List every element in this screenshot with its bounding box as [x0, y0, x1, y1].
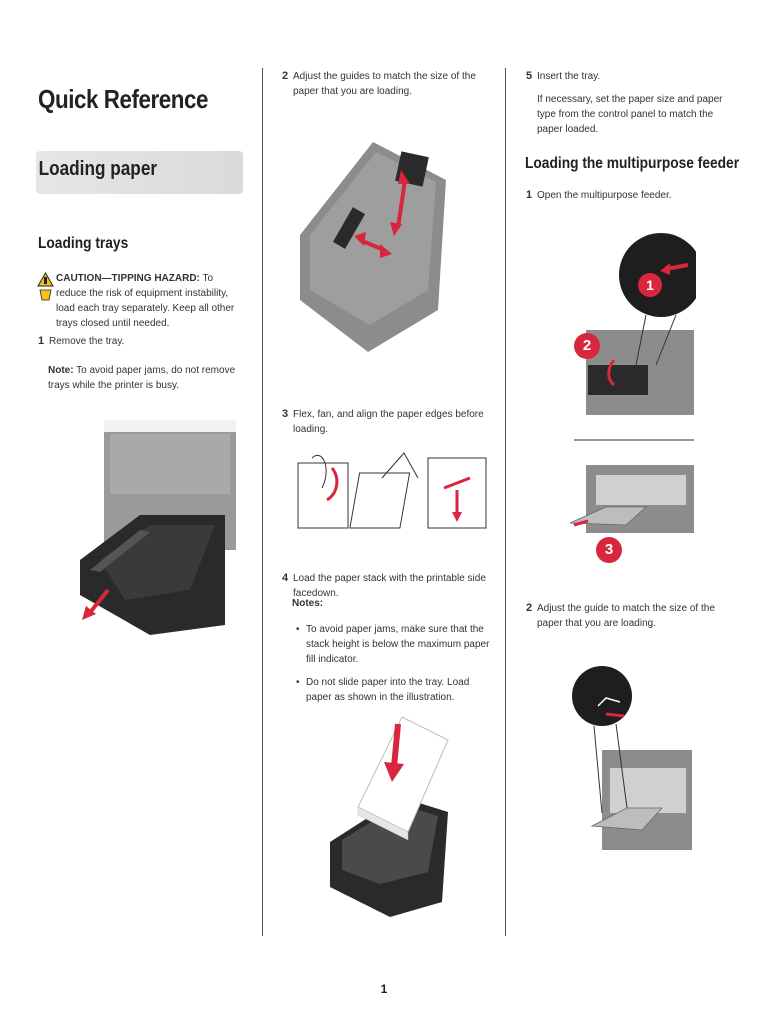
- load-paper-stack-illustration: [330, 712, 452, 917]
- tray-step-2: 2 Adjust the guides to match the size of…: [282, 69, 492, 99]
- heading-loading-trays: Loading trays: [38, 235, 129, 252]
- step-text: Open the multipurpose feeder.: [537, 190, 672, 201]
- caution-text: To reduce the risk of equipment instabil…: [56, 273, 235, 329]
- step-number: 4: [282, 572, 289, 584]
- open-feeder-illustration: 1 2 3: [566, 225, 703, 570]
- step-text: Load the paper stack with the printable …: [293, 573, 486, 599]
- step-text: Insert the tray.: [537, 71, 601, 82]
- step-number: 2: [282, 70, 289, 82]
- notes-list: • To avoid paper jams, make sure that th…: [296, 622, 492, 705]
- caution-label: CAUTION—TIPPING HAZARD:: [56, 273, 200, 284]
- step-text: Adjust the guides to match the size of t…: [293, 71, 476, 97]
- feeder-step-2: 2 Adjust the guide to match the size of …: [526, 601, 736, 631]
- tray-step-1: 1 Remove the tray.: [38, 334, 238, 349]
- tray-step-4: 4 Load the paper stack with the printabl…: [282, 571, 497, 601]
- column-divider-2: [505, 68, 506, 936]
- note-block: Note: To avoid paper jams, do not remove…: [48, 363, 240, 393]
- step-5-subtext: If necessary, set the paper size and pap…: [537, 94, 723, 135]
- step-text: Adjust the guide to match the size of th…: [537, 603, 715, 629]
- note-text: To avoid paper jams, do not remove trays…: [48, 365, 236, 391]
- step-number: 5: [526, 70, 533, 82]
- step-number: 1: [38, 335, 45, 347]
- step-text: Remove the tray.: [49, 336, 125, 347]
- list-item: • Do not slide paper into the tray. Load…: [296, 675, 492, 705]
- section-title: Loading paper: [38, 158, 158, 180]
- caution-text-block: CAUTION—TIPPING HAZARD: To reduce the ri…: [56, 271, 241, 331]
- notes-label: Notes:: [292, 598, 324, 609]
- bullet-text: Do not slide paper into the tray. Load p…: [306, 677, 470, 703]
- flex-fan-align-illustration: [292, 448, 492, 533]
- caution-icon: [37, 271, 54, 301]
- step-text: Flex, fan, and align the paper edges bef…: [293, 409, 484, 435]
- step-number: 2: [526, 602, 533, 614]
- column-divider-1: [262, 68, 263, 936]
- list-item: • To avoid paper jams, make sure that th…: [296, 622, 492, 667]
- adjust-feeder-guide-illustration: [572, 658, 692, 858]
- section-banner: Loading paper: [36, 151, 243, 194]
- page-number: 1: [380, 982, 388, 996]
- step-number: 3: [282, 408, 289, 420]
- step-number: 1: [526, 189, 533, 201]
- heading-multipurpose-feeder: Loading the multipurpose feeder: [525, 155, 740, 172]
- page-title: Quick Reference: [38, 84, 209, 114]
- callout-2: 2: [574, 333, 600, 359]
- note-label: Note:: [48, 365, 74, 376]
- callout-1: 1: [638, 273, 662, 297]
- remove-tray-illustration: [80, 420, 242, 635]
- tray-step-5: 5 Insert the tray.: [526, 69, 736, 84]
- callout-3: 3: [596, 537, 622, 563]
- bullet-text: To avoid paper jams, make sure that the …: [306, 624, 490, 665]
- tray-step-3: 3 Flex, fan, and align the paper edges b…: [282, 407, 492, 437]
- feeder-step-1: 1 Open the multipurpose feeder.: [526, 188, 736, 203]
- adjust-guides-illustration: [298, 140, 448, 355]
